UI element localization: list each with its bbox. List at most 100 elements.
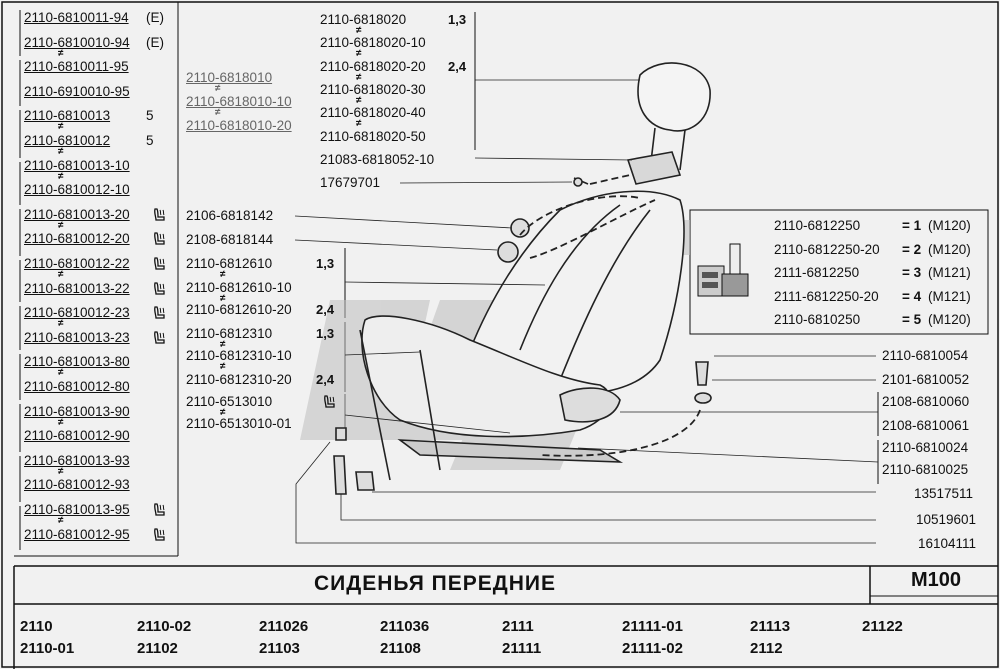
part-suffix: 5	[146, 133, 154, 148]
part-number-left: 2110-6810013-22	[24, 280, 130, 296]
not-equal-mark: ≠	[58, 146, 64, 157]
heated-seat-icon	[154, 331, 165, 344]
legend-equals: = 1	[902, 218, 922, 233]
part-number-mid: 2110-6812610-10	[186, 280, 292, 295]
legend-part-number: 2111-6812250	[774, 265, 860, 280]
model-code: 21113	[750, 618, 791, 635]
part-number-right: 16104111	[918, 536, 977, 551]
model-code: 21108	[380, 640, 421, 657]
model-code: 2110-01	[20, 640, 75, 657]
not-equal-mark: ≠	[220, 339, 226, 350]
part-suffix: 5	[146, 108, 154, 124]
part-number-gray: 2110-6818010-20	[186, 118, 292, 133]
part-number-right: 2101-6810052	[882, 372, 970, 387]
part-number-mid: 2110-6513010-01	[186, 416, 292, 431]
heated-seat-icon	[324, 395, 335, 408]
not-equal-mark: ≠	[356, 48, 362, 60]
note-number: 2,4	[316, 372, 335, 387]
part-number-mid: 2110-6812310-10	[186, 348, 292, 363]
part-number-left: 2110-6810013-10	[24, 157, 130, 173]
part-number-right: 10519601	[916, 512, 977, 527]
model-code: 21122	[862, 618, 903, 635]
part-number-right: 2110-6810024	[882, 440, 969, 455]
note-number: 2,4	[316, 302, 335, 317]
part-number-left: 2110-6810013-23	[24, 329, 130, 345]
part-number-right: 2110-6810054	[882, 348, 969, 363]
part-number-left: 2110-6810013-80	[24, 354, 130, 370]
legend-part-number: 2111-6812250-20	[774, 288, 879, 304]
part-number-right: 2108-6810061	[882, 418, 970, 433]
not-equal-mark: ≠	[58, 121, 64, 133]
legend-equals: = 5	[902, 312, 922, 327]
not-equal-mark: ≠	[356, 25, 362, 36]
part-number-left: 2110-6810013-95	[24, 502, 130, 517]
part-number-headrest: 17679701	[320, 175, 381, 191]
not-equal-mark: ≠	[220, 407, 226, 418]
legend-model: (M120)	[928, 218, 971, 233]
part-number-mid: 2110-6812310	[186, 326, 273, 341]
part-number-right: 2108-6810060	[882, 394, 970, 409]
part-number-headrest: 2110-6818020-10	[320, 35, 426, 51]
note-number: 1,3	[316, 256, 335, 271]
note-number: 1,3	[316, 326, 335, 341]
not-equal-mark: ≠	[220, 361, 226, 372]
not-equal-mark: ≠	[220, 269, 226, 280]
legend-part-number: 2110-6812250	[774, 218, 861, 233]
part-number-left: 2110-6810012-90	[24, 428, 130, 444]
part-number-mid: 2108-6818144	[186, 232, 274, 247]
heated-seat-icon	[154, 527, 165, 541]
heated-seat-icon	[154, 306, 165, 319]
part-number-right: 13517511	[914, 486, 974, 501]
model-code: 2112	[750, 640, 783, 657]
model-code: 21111	[502, 640, 542, 657]
part-suffix: (E)	[146, 34, 164, 50]
part-number-left: 2110-6810013-90	[24, 403, 130, 419]
not-equal-mark: ≠	[215, 83, 221, 94]
heated-seat-icon	[154, 257, 165, 270]
part-number-left: 2110-6810013-93	[24, 452, 130, 468]
part-number-left: 2110-6810012-80	[24, 379, 130, 394]
part-number-mid: 2106-6818142	[186, 208, 274, 223]
not-equal-mark: ≠	[58, 318, 64, 330]
note-number: 2,4	[448, 58, 467, 74]
model-code: 21111-02	[622, 640, 683, 657]
part-number-left: 2110-6810012-23	[24, 305, 130, 321]
part-number-headrest: 2110-6818020-30	[320, 81, 426, 97]
legend-equals: = 2	[902, 241, 922, 257]
part-number-mid: 2110-6812310-20	[186, 372, 292, 387]
legend-equals: = 4	[902, 288, 922, 304]
model-code: 21102	[137, 640, 178, 657]
legend-part-number: 2110-6812250-20	[774, 241, 880, 257]
part-number-headrest: 21083-6818052-10	[320, 151, 435, 167]
model-code: 21111-01	[622, 618, 683, 635]
not-equal-mark: ≠	[58, 170, 64, 182]
legend-model: (M121)	[928, 265, 971, 280]
not-equal-mark: ≠	[356, 118, 362, 130]
heated-seat-icon	[154, 281, 165, 295]
part-number-left: 2110-6810011-95	[24, 59, 129, 75]
part-number-left: 2110-6810012-22	[24, 256, 130, 271]
not-equal-mark: ≠	[356, 94, 362, 106]
legend-model: (M120)	[928, 312, 971, 327]
part-number-mid: 2110-6812610	[186, 256, 273, 271]
not-equal-mark: ≠	[215, 107, 221, 118]
box-icon	[697, 243, 749, 297]
heated-seat-icon	[154, 503, 165, 516]
note-number: 1,3	[448, 12, 467, 27]
part-number-mid: 2110-6513010	[186, 394, 273, 409]
part-number-gray: 2110-6818010	[186, 70, 273, 85]
part-suffix: (E)	[146, 10, 164, 25]
part-number-right: 2110-6810025	[882, 462, 969, 477]
part-number-left: 2110-6810012-95	[24, 526, 130, 542]
not-equal-mark: ≠	[220, 293, 226, 304]
model-code: 21103	[259, 640, 300, 657]
not-equal-mark: ≠	[58, 219, 64, 231]
page-title: СИДЕНЬЯ ПЕРЕДНИЕ	[314, 572, 556, 595]
section-code: M100	[910, 569, 962, 591]
heated-seat-icon	[154, 232, 165, 246]
part-number-left: 2110-6810012	[24, 133, 111, 148]
part-number-left: 2110-6810012-93	[24, 477, 130, 493]
part-number-left: 2110-6810013	[24, 108, 111, 124]
part-number-mid: 2110-6812610-20	[186, 302, 292, 317]
